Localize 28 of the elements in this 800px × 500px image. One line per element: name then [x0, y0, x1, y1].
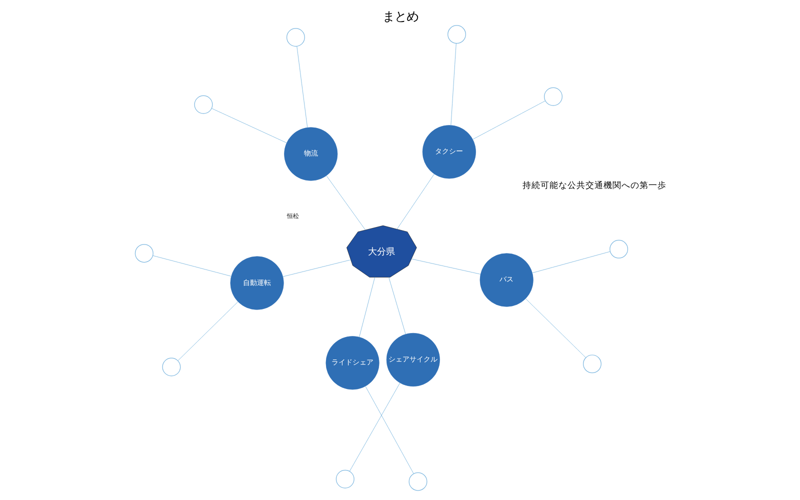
- connector: [210, 108, 286, 144]
- node-circle: [194, 95, 212, 114]
- node-circle: [544, 87, 562, 106]
- connector: [296, 46, 308, 128]
- connector: [326, 175, 366, 230]
- connector: [532, 251, 610, 274]
- connector: [410, 258, 480, 274]
- connector: [364, 386, 414, 474]
- connector: [472, 100, 546, 140]
- diagram-title: まとめ: [382, 10, 418, 24]
- connector: [358, 277, 375, 338]
- node-circle: [134, 244, 153, 263]
- node-circle: [447, 25, 466, 44]
- connector: [282, 260, 350, 277]
- node-circle: [286, 28, 304, 47]
- connector: [152, 255, 232, 276]
- node-circle: [162, 358, 180, 376]
- label: 持続可能な公共交通機関への第一歩: [522, 181, 666, 192]
- connector: [524, 298, 586, 358]
- connector: [177, 302, 238, 361]
- node-circle: [609, 240, 628, 258]
- connector: [450, 43, 456, 126]
- node-circle: [335, 470, 354, 488]
- connector: [388, 277, 406, 334]
- node-circle: [582, 354, 601, 374]
- connector: [348, 382, 400, 472]
- node-circle: [408, 472, 427, 491]
- connector: [396, 174, 434, 230]
